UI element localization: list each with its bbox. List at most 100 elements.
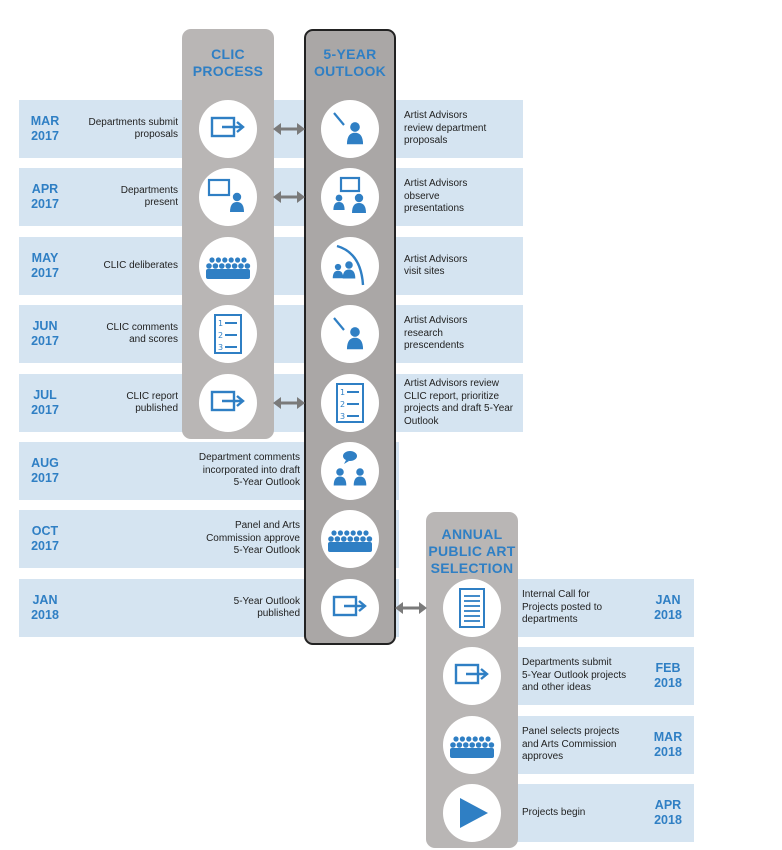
month: MAR: [30, 114, 60, 128]
advisor-research-circle: [321, 305, 379, 363]
month: MAY: [31, 251, 59, 265]
advisor-review-circle: [321, 100, 379, 158]
double-arrow-icon: [273, 123, 305, 135]
step-description: Artist Advisors review CLIC report, prio…: [404, 378, 514, 427]
year: 2017: [31, 539, 59, 553]
svg-text:1: 1: [340, 388, 345, 397]
document-circle: [443, 579, 501, 637]
step-description: CLIC comments and scores: [106, 321, 178, 346]
list-icon: 1 2 3: [336, 383, 364, 423]
month: APR: [654, 798, 682, 812]
play-icon: [460, 798, 488, 828]
step-description: 5-Year Outlook published: [233, 595, 300, 620]
step-description: Department comments incorporated into dr…: [198, 452, 300, 489]
list-icon: 1 2 3: [214, 314, 242, 354]
step-description: Artist Advisors visit sites: [404, 253, 468, 278]
step-description: CLIC deliberates: [103, 259, 178, 271]
submit-circle: [199, 374, 257, 432]
submit-circle: [443, 647, 501, 705]
step-description: Internal Call for Projects posted to dep…: [522, 589, 603, 626]
group-circle: [443, 716, 501, 774]
step-description: Artist Advisors review department propos…: [404, 110, 487, 147]
step-description: Artist Advisors research prescendents: [404, 315, 468, 352]
step-description: Panel selects projects and Arts Commissi…: [522, 726, 620, 763]
group-circle: [321, 510, 379, 568]
submit-icon: [454, 663, 489, 685]
advisor-review-icon: [333, 112, 364, 145]
svg-text:3: 3: [218, 343, 223, 352]
group-icon: [450, 736, 495, 758]
step-description: Projects begin: [522, 806, 586, 818]
discussion-icon: [333, 451, 367, 486]
group-icon: [328, 530, 373, 552]
month: APR: [31, 182, 59, 196]
year: 2018: [654, 608, 682, 622]
month: FEB: [655, 661, 681, 675]
list-circle: 1 2 3: [199, 305, 257, 363]
submit-icon: [210, 116, 245, 138]
step-description: Departments submit 5-Year Outlook projec…: [522, 657, 627, 694]
year: 2018: [654, 676, 682, 690]
clic-process-title: CLIC PROCESS: [192, 46, 264, 79]
double-arrow-icon: [273, 397, 305, 409]
year: 2018: [654, 813, 682, 827]
year: 2017: [31, 403, 59, 417]
month: AUG: [31, 456, 59, 470]
advisor-research-icon: [333, 317, 364, 350]
year: 2017: [31, 471, 59, 485]
month: JUN: [32, 319, 58, 333]
clic-process-column: [182, 29, 274, 439]
discussion-circle: [321, 442, 379, 500]
submit-icon: [210, 390, 245, 412]
year: 2017: [31, 266, 59, 280]
double-arrow-icon: [273, 191, 305, 203]
double-arrow-icon: [395, 602, 427, 614]
group-icon: [206, 257, 251, 279]
presenter-icon: [207, 178, 244, 212]
step-description: Panel and Arts Commission approve 5-Year…: [206, 520, 300, 557]
month: MAR: [653, 730, 683, 744]
submit-circle: [199, 100, 257, 158]
step-description: Artist Advisors observe presentations: [404, 178, 468, 215]
year: 2018: [31, 608, 59, 622]
annual-selection-title: ANNUAL PUBLIC ART SELECTION: [428, 526, 516, 576]
step-description: CLIC report published: [126, 390, 178, 415]
svg-text:2: 2: [218, 331, 223, 340]
month: OCT: [31, 524, 59, 538]
year: 2017: [31, 129, 59, 143]
svg-text:1: 1: [218, 319, 223, 328]
month: JUL: [33, 388, 57, 402]
submit-circle: [321, 579, 379, 637]
year: 2017: [31, 197, 59, 211]
month: JAN: [655, 593, 681, 607]
step-description: Departments submit proposals: [88, 116, 178, 141]
svg-text:2: 2: [340, 400, 345, 409]
document-icon: [459, 588, 485, 628]
audience-circle: [321, 168, 379, 226]
play-circle: [443, 784, 501, 842]
month: JAN: [32, 593, 58, 607]
site-visit-icon: [332, 244, 365, 286]
year: 2017: [31, 334, 59, 348]
site-visit-circle: [321, 237, 379, 295]
five-year-outlook-title: 5-YEAR OUTLOOK: [313, 46, 387, 79]
year: 2018: [654, 745, 682, 759]
audience-icon: [333, 176, 366, 213]
svg-text:3: 3: [340, 412, 345, 421]
step-description: Departments present: [120, 184, 178, 209]
list-circle: 1 2 3: [321, 374, 379, 432]
submit-icon: [332, 595, 367, 617]
presenter-circle: [199, 168, 257, 226]
